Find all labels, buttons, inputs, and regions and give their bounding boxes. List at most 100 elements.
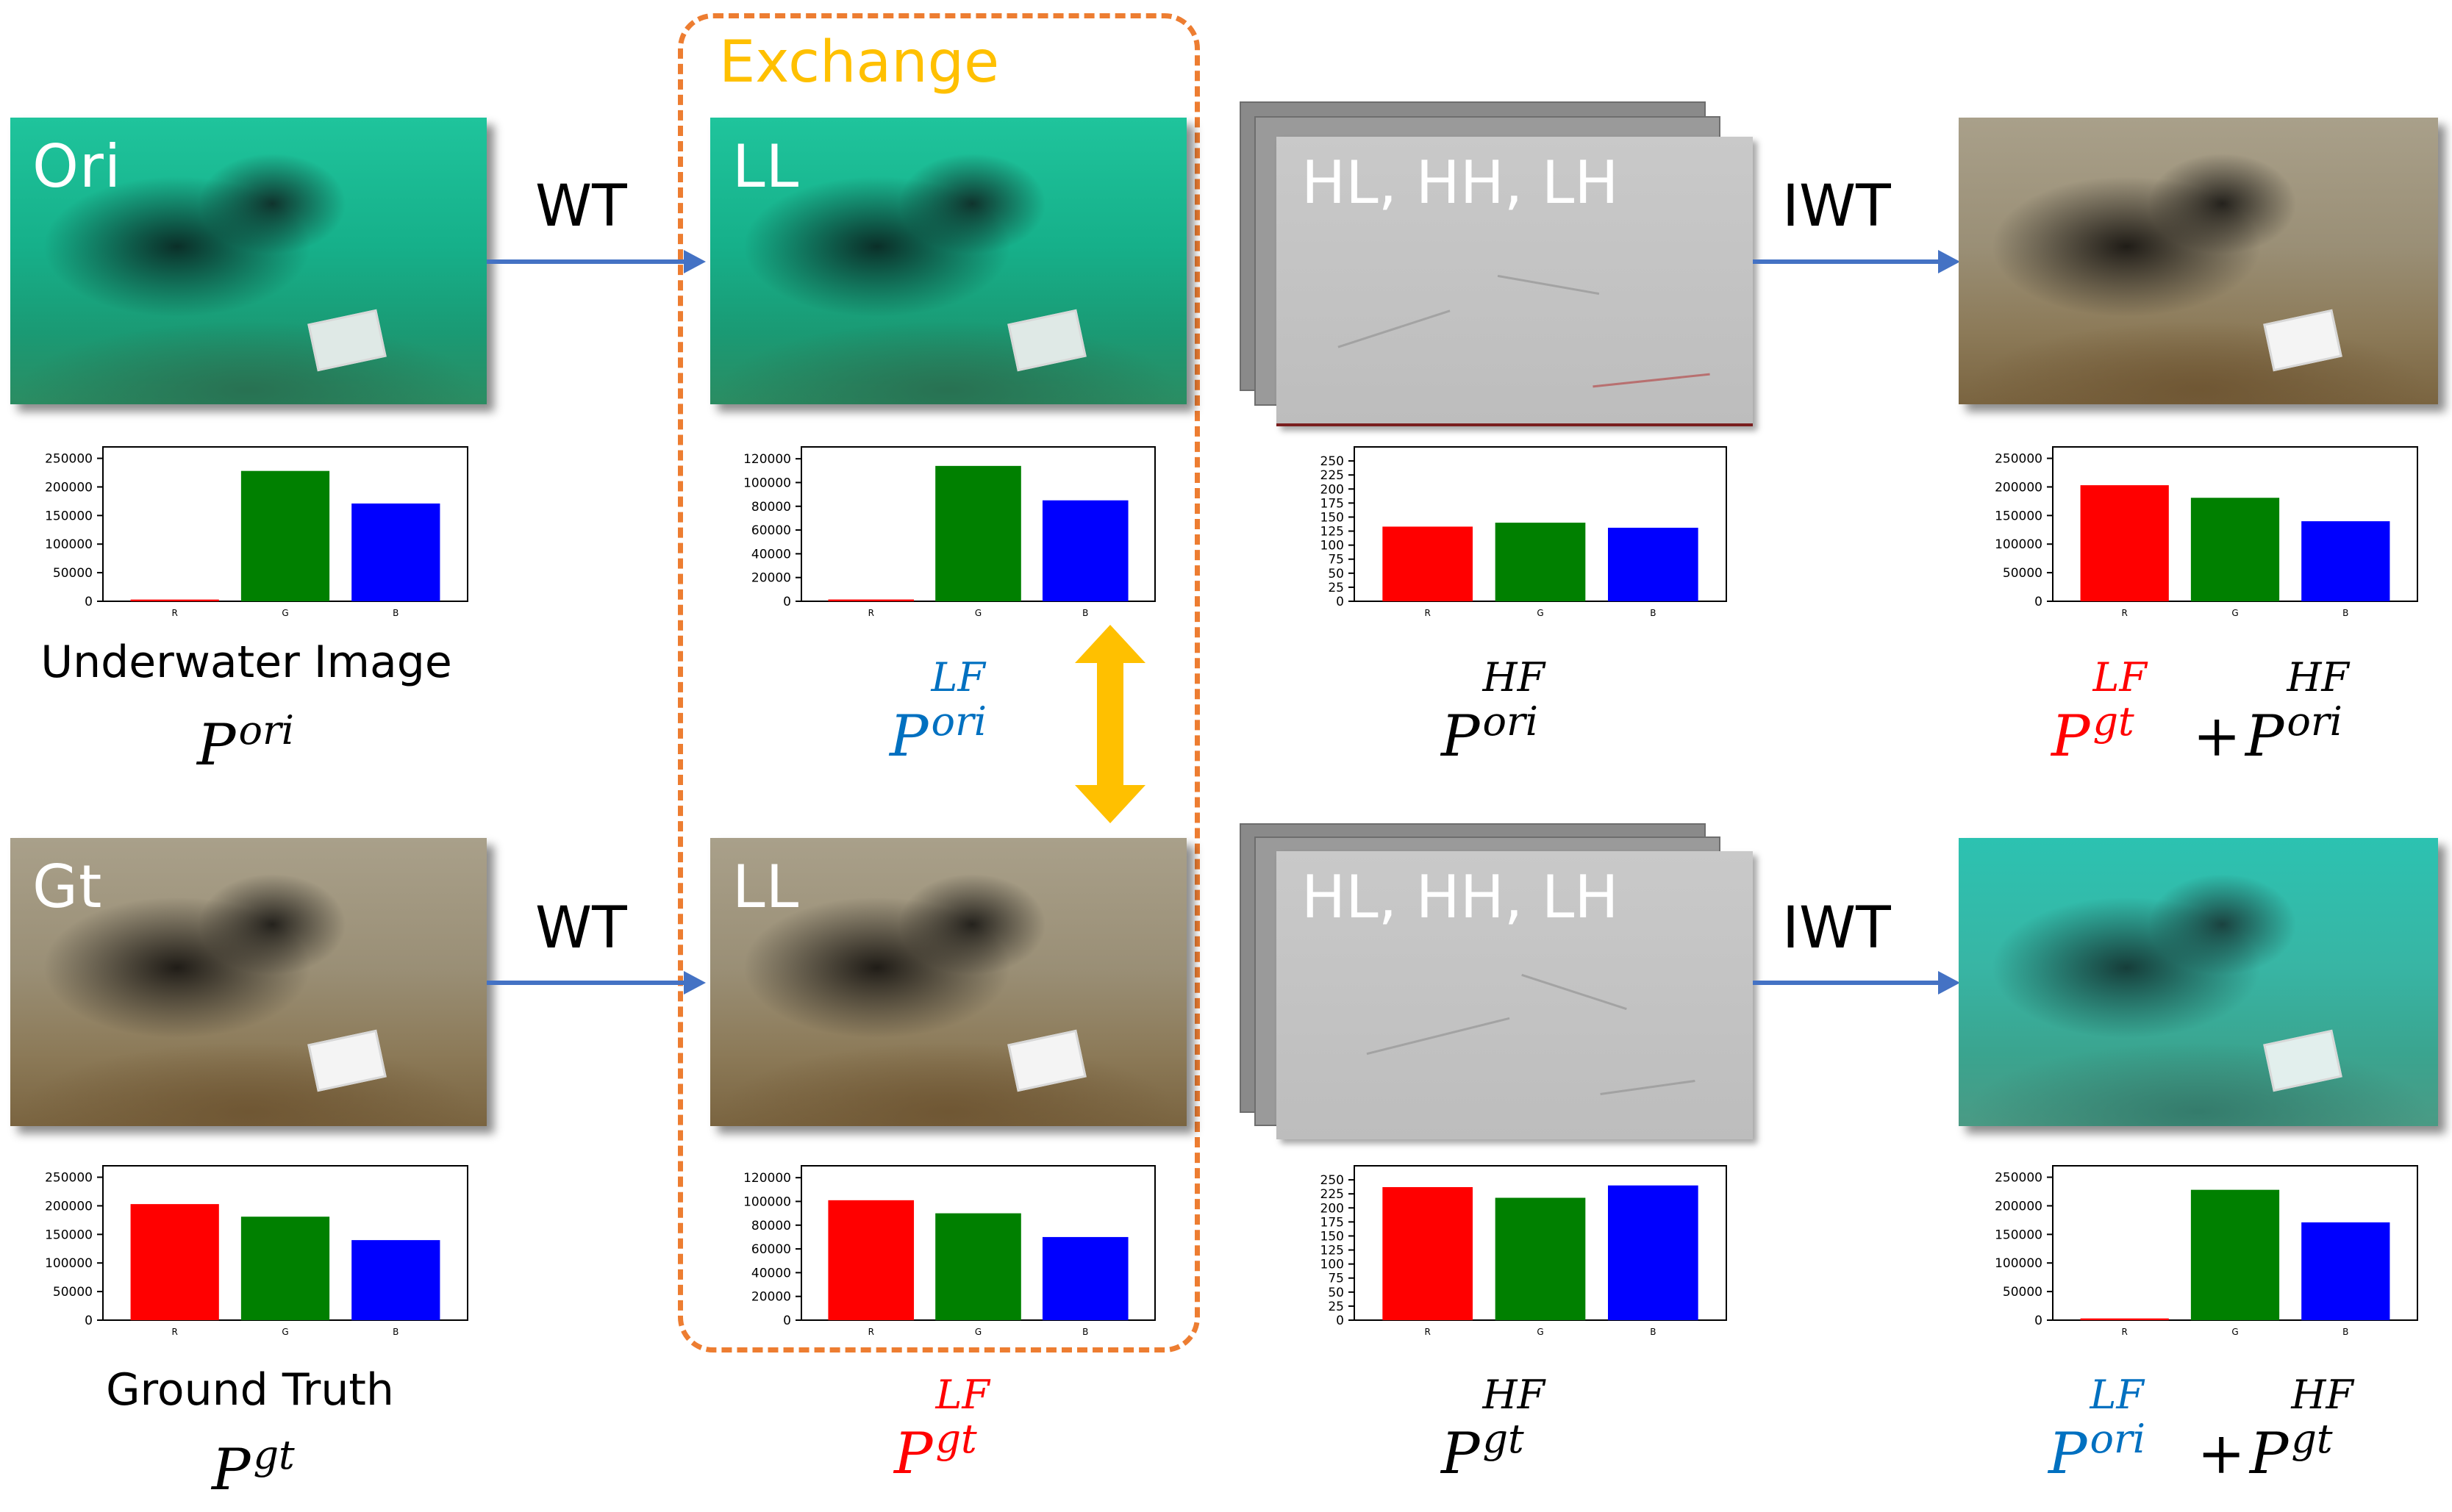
iwt-arrow-bottom xyxy=(1753,981,1941,985)
y-tick-label: 0 xyxy=(783,595,791,609)
ori-tag: Ori xyxy=(32,132,122,201)
x-tick-label: R xyxy=(172,1327,178,1337)
y-tick-label: 225 xyxy=(1320,1187,1344,1202)
y-tick-label: 0 xyxy=(1336,595,1344,609)
y-tick-label: 60000 xyxy=(751,1242,791,1257)
y-tick-label: 50000 xyxy=(2003,566,2042,581)
y-tick-label: 75 xyxy=(1328,553,1344,567)
y-tick-label: 125 xyxy=(1320,1244,1344,1258)
y-tick-label: 200000 xyxy=(45,480,93,495)
x-tick-label: G xyxy=(1537,608,1543,618)
y-tick-label: 200000 xyxy=(1995,1199,2042,1214)
bar-r xyxy=(828,599,915,601)
y-tick-label: 175 xyxy=(1320,1215,1344,1230)
wt-label-bottom: WT xyxy=(535,895,627,961)
x-tick-label: G xyxy=(2231,1327,2238,1337)
iwt-label-top: IWT xyxy=(1782,173,1891,240)
bar-b xyxy=(1042,1236,1129,1320)
x-tick-label: B xyxy=(1650,608,1656,618)
ground-truth-caption: Ground Truth xyxy=(106,1364,394,1416)
y-tick-label: 0 xyxy=(1336,1314,1344,1328)
x-tick-label: G xyxy=(1537,1327,1543,1337)
edge-line xyxy=(1497,274,1600,295)
bar-g xyxy=(1495,1197,1586,1320)
exchange-double-arrow xyxy=(1075,625,1145,823)
y-tick-label: 250 xyxy=(1320,1173,1344,1188)
y-tick-label: 0 xyxy=(85,595,93,609)
y-tick-label: 250000 xyxy=(1995,452,2042,467)
y-tick-label: 60000 xyxy=(751,523,791,538)
y-tick-label: 200000 xyxy=(45,1199,93,1214)
y-tick-label: 125 xyxy=(1320,525,1344,540)
y-tick-label: 50000 xyxy=(53,566,93,581)
y-tick-label: 250000 xyxy=(1995,1171,2042,1186)
hf-tag-top: HL, HH, LH xyxy=(1301,148,1619,217)
y-tick-label: 100000 xyxy=(1995,1256,2042,1271)
x-tick-label: B xyxy=(1650,1327,1656,1337)
edge-line xyxy=(1366,1017,1510,1056)
bar-r xyxy=(130,1204,219,1320)
y-tick-label: 25 xyxy=(1328,581,1344,595)
y-tick-label: 40000 xyxy=(751,1266,791,1280)
bar-b xyxy=(2301,1222,2390,1320)
bar-g xyxy=(2190,498,2280,601)
hf-tag-bottom: HL, HH, LH xyxy=(1301,863,1619,931)
bar-g xyxy=(240,470,330,601)
y-tick-label: 80000 xyxy=(751,1219,791,1233)
bar-r xyxy=(2080,1318,2169,1320)
wt-arrowhead-top xyxy=(684,250,706,273)
y-tick-label: 0 xyxy=(85,1314,93,1328)
ori-hf-image: HL, HH, LH xyxy=(1276,137,1753,426)
y-tick-label: 250000 xyxy=(45,452,93,467)
bar-r xyxy=(1382,526,1473,601)
y-tick-label: 120000 xyxy=(743,1171,791,1186)
y-tick-label: 0 xyxy=(2034,1314,2042,1328)
y-tick-label: 50 xyxy=(1328,567,1344,581)
x-tick-label: R xyxy=(868,608,874,618)
y-tick-label: 150000 xyxy=(45,1228,93,1242)
y-tick-label: 150000 xyxy=(45,509,93,523)
gt-tag: Gt xyxy=(32,853,103,921)
output-bottom-image xyxy=(1959,838,2438,1126)
y-tick-label: 100000 xyxy=(1995,537,2042,552)
y-tick-label: 80000 xyxy=(751,500,791,515)
bar-g xyxy=(2190,1189,2280,1320)
bar-b xyxy=(2301,521,2390,601)
x-tick-label: G xyxy=(2231,608,2238,618)
ll-tag-bottom: LL xyxy=(732,853,800,921)
y-tick-label: 100000 xyxy=(45,1256,93,1271)
exchange-title: Exchange xyxy=(719,29,1000,96)
y-tick-label: 150 xyxy=(1320,510,1344,525)
y-tick-label: 100 xyxy=(1320,539,1344,553)
bar-r xyxy=(1382,1187,1473,1320)
iwt-arrowhead-top xyxy=(1938,250,1960,273)
y-tick-label: 250 xyxy=(1320,454,1344,469)
bar-g xyxy=(935,465,1021,601)
y-tick-label: 200 xyxy=(1320,1201,1344,1216)
bar-g xyxy=(935,1213,1021,1320)
bar-b xyxy=(1042,500,1129,601)
bar-g xyxy=(1495,523,1586,601)
bar-b xyxy=(1608,1185,1698,1320)
iwt-arrowhead-bottom xyxy=(1938,971,1960,995)
x-tick-label: R xyxy=(2122,1327,2128,1337)
y-tick-label: 175 xyxy=(1320,496,1344,511)
bar-b xyxy=(1608,527,1698,601)
edge-line xyxy=(1337,309,1451,348)
edge-line xyxy=(1600,1079,1695,1096)
x-tick-label: G xyxy=(975,608,982,618)
y-tick-label: 150000 xyxy=(1995,1228,2042,1242)
x-tick-label: R xyxy=(1424,1327,1430,1337)
gt-ll-image: LL xyxy=(710,838,1187,1126)
